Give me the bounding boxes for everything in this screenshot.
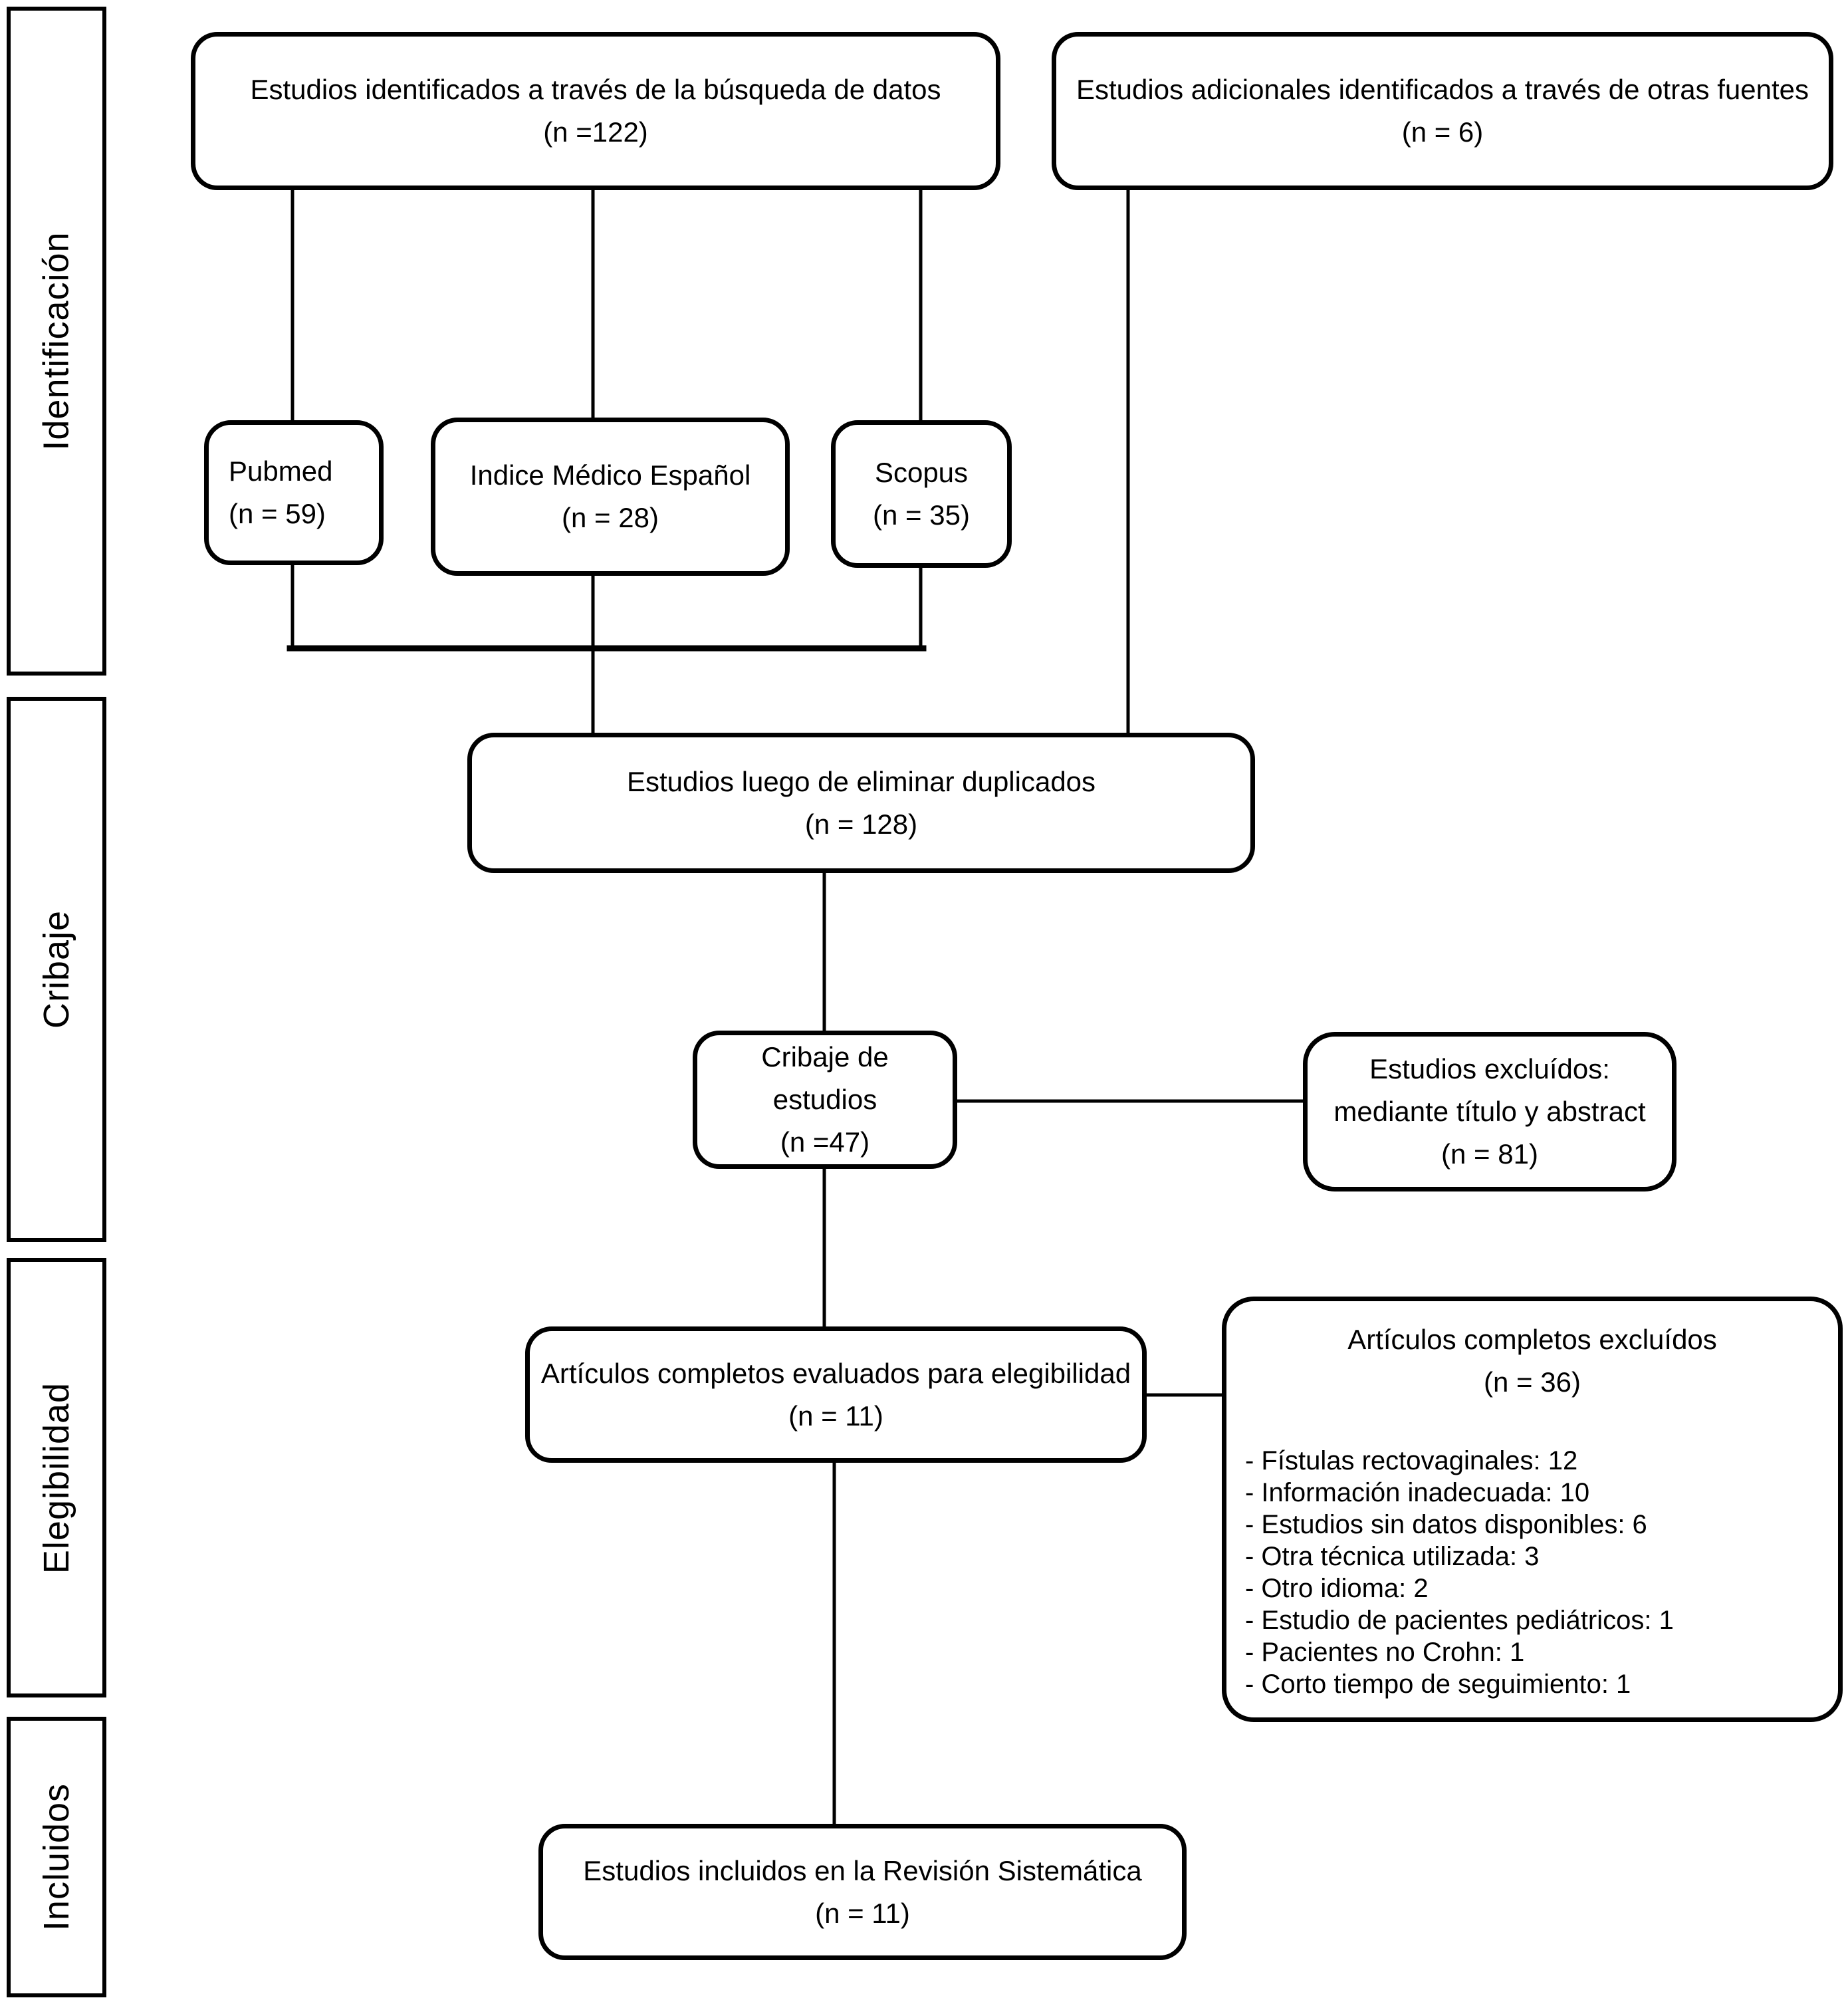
box-pubmed-count: (n = 59) bbox=[229, 498, 326, 529]
stage-eligibility: Elegibilidad bbox=[7, 1258, 106, 1697]
box-screening-count: (n =47) bbox=[780, 1126, 870, 1158]
box-identified-other-sources: Estudios adicionales identificados a tra… bbox=[1052, 32, 1833, 190]
box-fulltext-assessed-title: Artículos completos evaluados para elegi… bbox=[540, 1357, 1131, 1389]
box-identified-other-title: Estudios adicionales identificados a tra… bbox=[1076, 74, 1809, 105]
box-excluded-screening-count: (n = 81) bbox=[1441, 1138, 1538, 1170]
box-fulltext-excluded: Artículos completos excluídos (n = 36) -… bbox=[1222, 1297, 1843, 1722]
exclusion-reasons-list: - Fístulas rectovaginales: 12 - Informaci… bbox=[1240, 1445, 1825, 1700]
exclusion-reason-item: - Pacientes no Crohn: 1 bbox=[1245, 1638, 1525, 1667]
box-excluded-screening-line2: mediante título y abstract bbox=[1333, 1096, 1646, 1127]
box-included-systematic-review: Estudios incluidos en la Revisión Sistem… bbox=[538, 1824, 1187, 1960]
stage-eligibility-label: Elegibilidad bbox=[37, 1382, 77, 1574]
stage-identification-label: Identificación bbox=[37, 231, 77, 451]
box-after-duplicates-removed: Estudios luego de eliminar duplicados (n… bbox=[467, 733, 1255, 873]
stage-screening: Cribaje bbox=[7, 697, 106, 1242]
exclusion-reason-item: - Información inadecuada: 10 bbox=[1245, 1478, 1590, 1507]
box-fulltext-assessed: Artículos completos evaluados para elegi… bbox=[525, 1326, 1147, 1463]
box-identified-other-count: (n = 6) bbox=[1401, 116, 1484, 148]
box-excluded-title-abstract: Estudios excluídos: mediante título y ab… bbox=[1303, 1032, 1676, 1191]
box-fulltext-assessed-count: (n = 11) bbox=[788, 1400, 883, 1432]
box-source-indice-medico: Indice Médico Español (n = 28) bbox=[431, 418, 790, 576]
box-indice-count: (n = 28) bbox=[562, 502, 659, 533]
exclusion-reason-item: - Corto tiempo de seguimiento: 1 bbox=[1245, 1670, 1631, 1699]
box-scopus-count: (n = 35) bbox=[873, 499, 970, 531]
exclusion-reason-item: - Fístulas rectovaginales: 12 bbox=[1245, 1446, 1578, 1475]
box-source-pubmed: Pubmed (n = 59) bbox=[204, 420, 384, 565]
exclusion-reason-item: - Estudio de pacientes pediátricos: 1 bbox=[1245, 1606, 1674, 1635]
exclusion-reason-item: - Estudios sin datos disponibles: 6 bbox=[1245, 1510, 1647, 1539]
box-identified-database: Estudios identificados a través de la bú… bbox=[191, 32, 1000, 190]
stage-included: Incluidos bbox=[7, 1717, 106, 1997]
exclusion-reason-item: - Otro idioma: 2 bbox=[1245, 1574, 1429, 1603]
box-dedup-count: (n = 128) bbox=[804, 808, 918, 840]
box-screening: Cribaje de estudios (n =47) bbox=[693, 1031, 957, 1169]
box-screening-title: Cribaje de estudios bbox=[761, 1041, 889, 1115]
box-source-scopus: Scopus (n = 35) bbox=[831, 420, 1012, 568]
box-pubmed-title: Pubmed bbox=[229, 455, 333, 487]
box-excluded-screening-line1: Estudios excluídos: bbox=[1369, 1053, 1610, 1084]
box-included-count: (n = 11) bbox=[815, 1897, 910, 1929]
box-included-title: Estudios incluidos en la Revisión Sistem… bbox=[583, 1854, 1142, 1886]
stage-identification: Identificación bbox=[7, 7, 106, 676]
stage-included-label: Incluidos bbox=[37, 1783, 77, 1932]
box-dedup-title: Estudios luego de eliminar duplicados bbox=[626, 765, 1096, 797]
exclusion-reason-item: - Otra técnica utilizada: 3 bbox=[1245, 1542, 1540, 1571]
box-scopus-title: Scopus bbox=[874, 457, 969, 488]
box-indice-title: Indice Médico Español bbox=[469, 459, 751, 491]
box-identified-database-title: Estudios identificados a través de la bú… bbox=[250, 74, 941, 105]
box-fulltext-excluded-count: (n = 36) bbox=[1484, 1366, 1581, 1398]
stage-screening-label: Cribaje bbox=[37, 910, 77, 1029]
box-identified-database-count: (n =122) bbox=[543, 116, 648, 148]
box-fulltext-excluded-title: Artículos completos excluídos bbox=[1347, 1324, 1717, 1355]
